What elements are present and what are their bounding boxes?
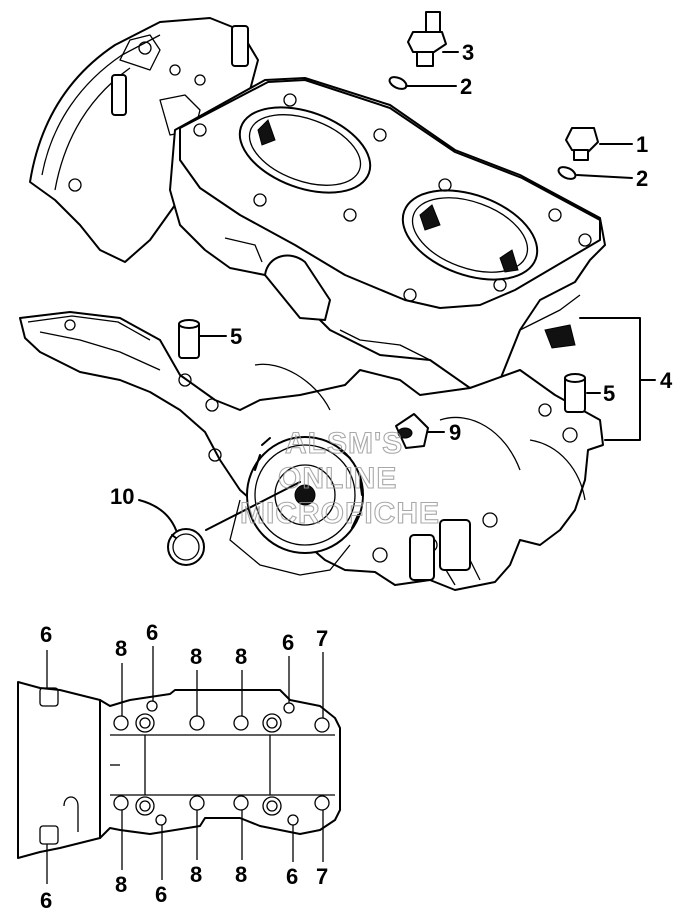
bolt-callout-top-8a: 8 [115, 636, 127, 661]
callout-9: 9 [449, 420, 461, 445]
bolt-callout-bottom-6c: 6 [286, 864, 298, 889]
bolt-callout-bottom-8b: 8 [190, 862, 202, 887]
bolt-callout-top-8c: 8 [235, 644, 247, 669]
bolt-callout-bottom-8c: 8 [235, 862, 247, 887]
callout-10: 10 [110, 484, 134, 509]
watermark-line-2: ONLINE [278, 462, 397, 495]
bolt-callout-bottom-6a: 6 [40, 888, 52, 913]
bolt-callouts-top: 6 8 6 8 8 6 7 [40, 620, 328, 669]
bolt-callout-top-7: 7 [316, 626, 328, 651]
bolt-callout-bottom-8a: 8 [115, 872, 127, 897]
callout-5-left: 5 [230, 324, 242, 349]
callout-3: 3 [462, 40, 474, 65]
callout-2-lower: 2 [636, 166, 648, 191]
bolt-callout-top-6c: 6 [282, 630, 294, 655]
bolt-callout-top-8b: 8 [190, 644, 202, 669]
bolt-callout-top-6a: 6 [40, 622, 52, 647]
callout-5-right: 5 [603, 381, 615, 406]
bolt-callouts-bottom: 6 8 6 8 8 6 7 [40, 862, 328, 913]
callout-4: 4 [660, 368, 673, 393]
bolt-callout-top-6b: 6 [146, 620, 158, 645]
watermark: ALSM'S ONLINE MICROFICHE [239, 426, 440, 530]
callout-2-upper: 2 [460, 74, 472, 99]
bolt-pattern-detail [17, 646, 341, 884]
bolt-callout-bottom-7: 7 [316, 864, 328, 889]
crankcase-assembly-drawing [19, 11, 656, 591]
watermark-line-1: ALSM'S [285, 427, 403, 460]
callout-1: 1 [636, 132, 648, 157]
bolt-callout-bottom-6b: 6 [155, 882, 167, 907]
watermark-line-3: MICROFICHE [240, 497, 440, 530]
